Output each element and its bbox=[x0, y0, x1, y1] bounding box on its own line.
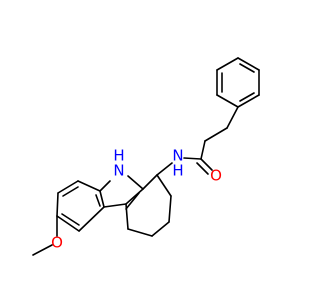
pyrrole-ring bbox=[99, 175, 144, 210]
methoxy-group bbox=[32, 215, 58, 256]
benzo-ring bbox=[56, 180, 105, 232]
molecule-canvas: H N N H O O bbox=[32, 57, 260, 256]
molecule-structure: H N N H O O bbox=[32, 57, 260, 256]
methoxy-oxygen-label: O bbox=[51, 234, 63, 252]
indole-hydrogen-label: H bbox=[113, 147, 124, 165]
tetrahydro-ring bbox=[125, 174, 172, 237]
propanamide-chain bbox=[183, 106, 239, 175]
amide-linkage bbox=[156, 162, 173, 176]
amide-hydrogen-label: H bbox=[172, 162, 183, 180]
phenyl-ring bbox=[216, 57, 260, 108]
carbonyl-oxygen-label: O bbox=[210, 167, 222, 185]
amide-nh-label: N H bbox=[172, 147, 183, 180]
amide-nitrogen-label: N bbox=[172, 147, 183, 165]
indole-nh-label: H N bbox=[113, 147, 124, 180]
indole-nitrogen-label: N bbox=[113, 162, 124, 180]
